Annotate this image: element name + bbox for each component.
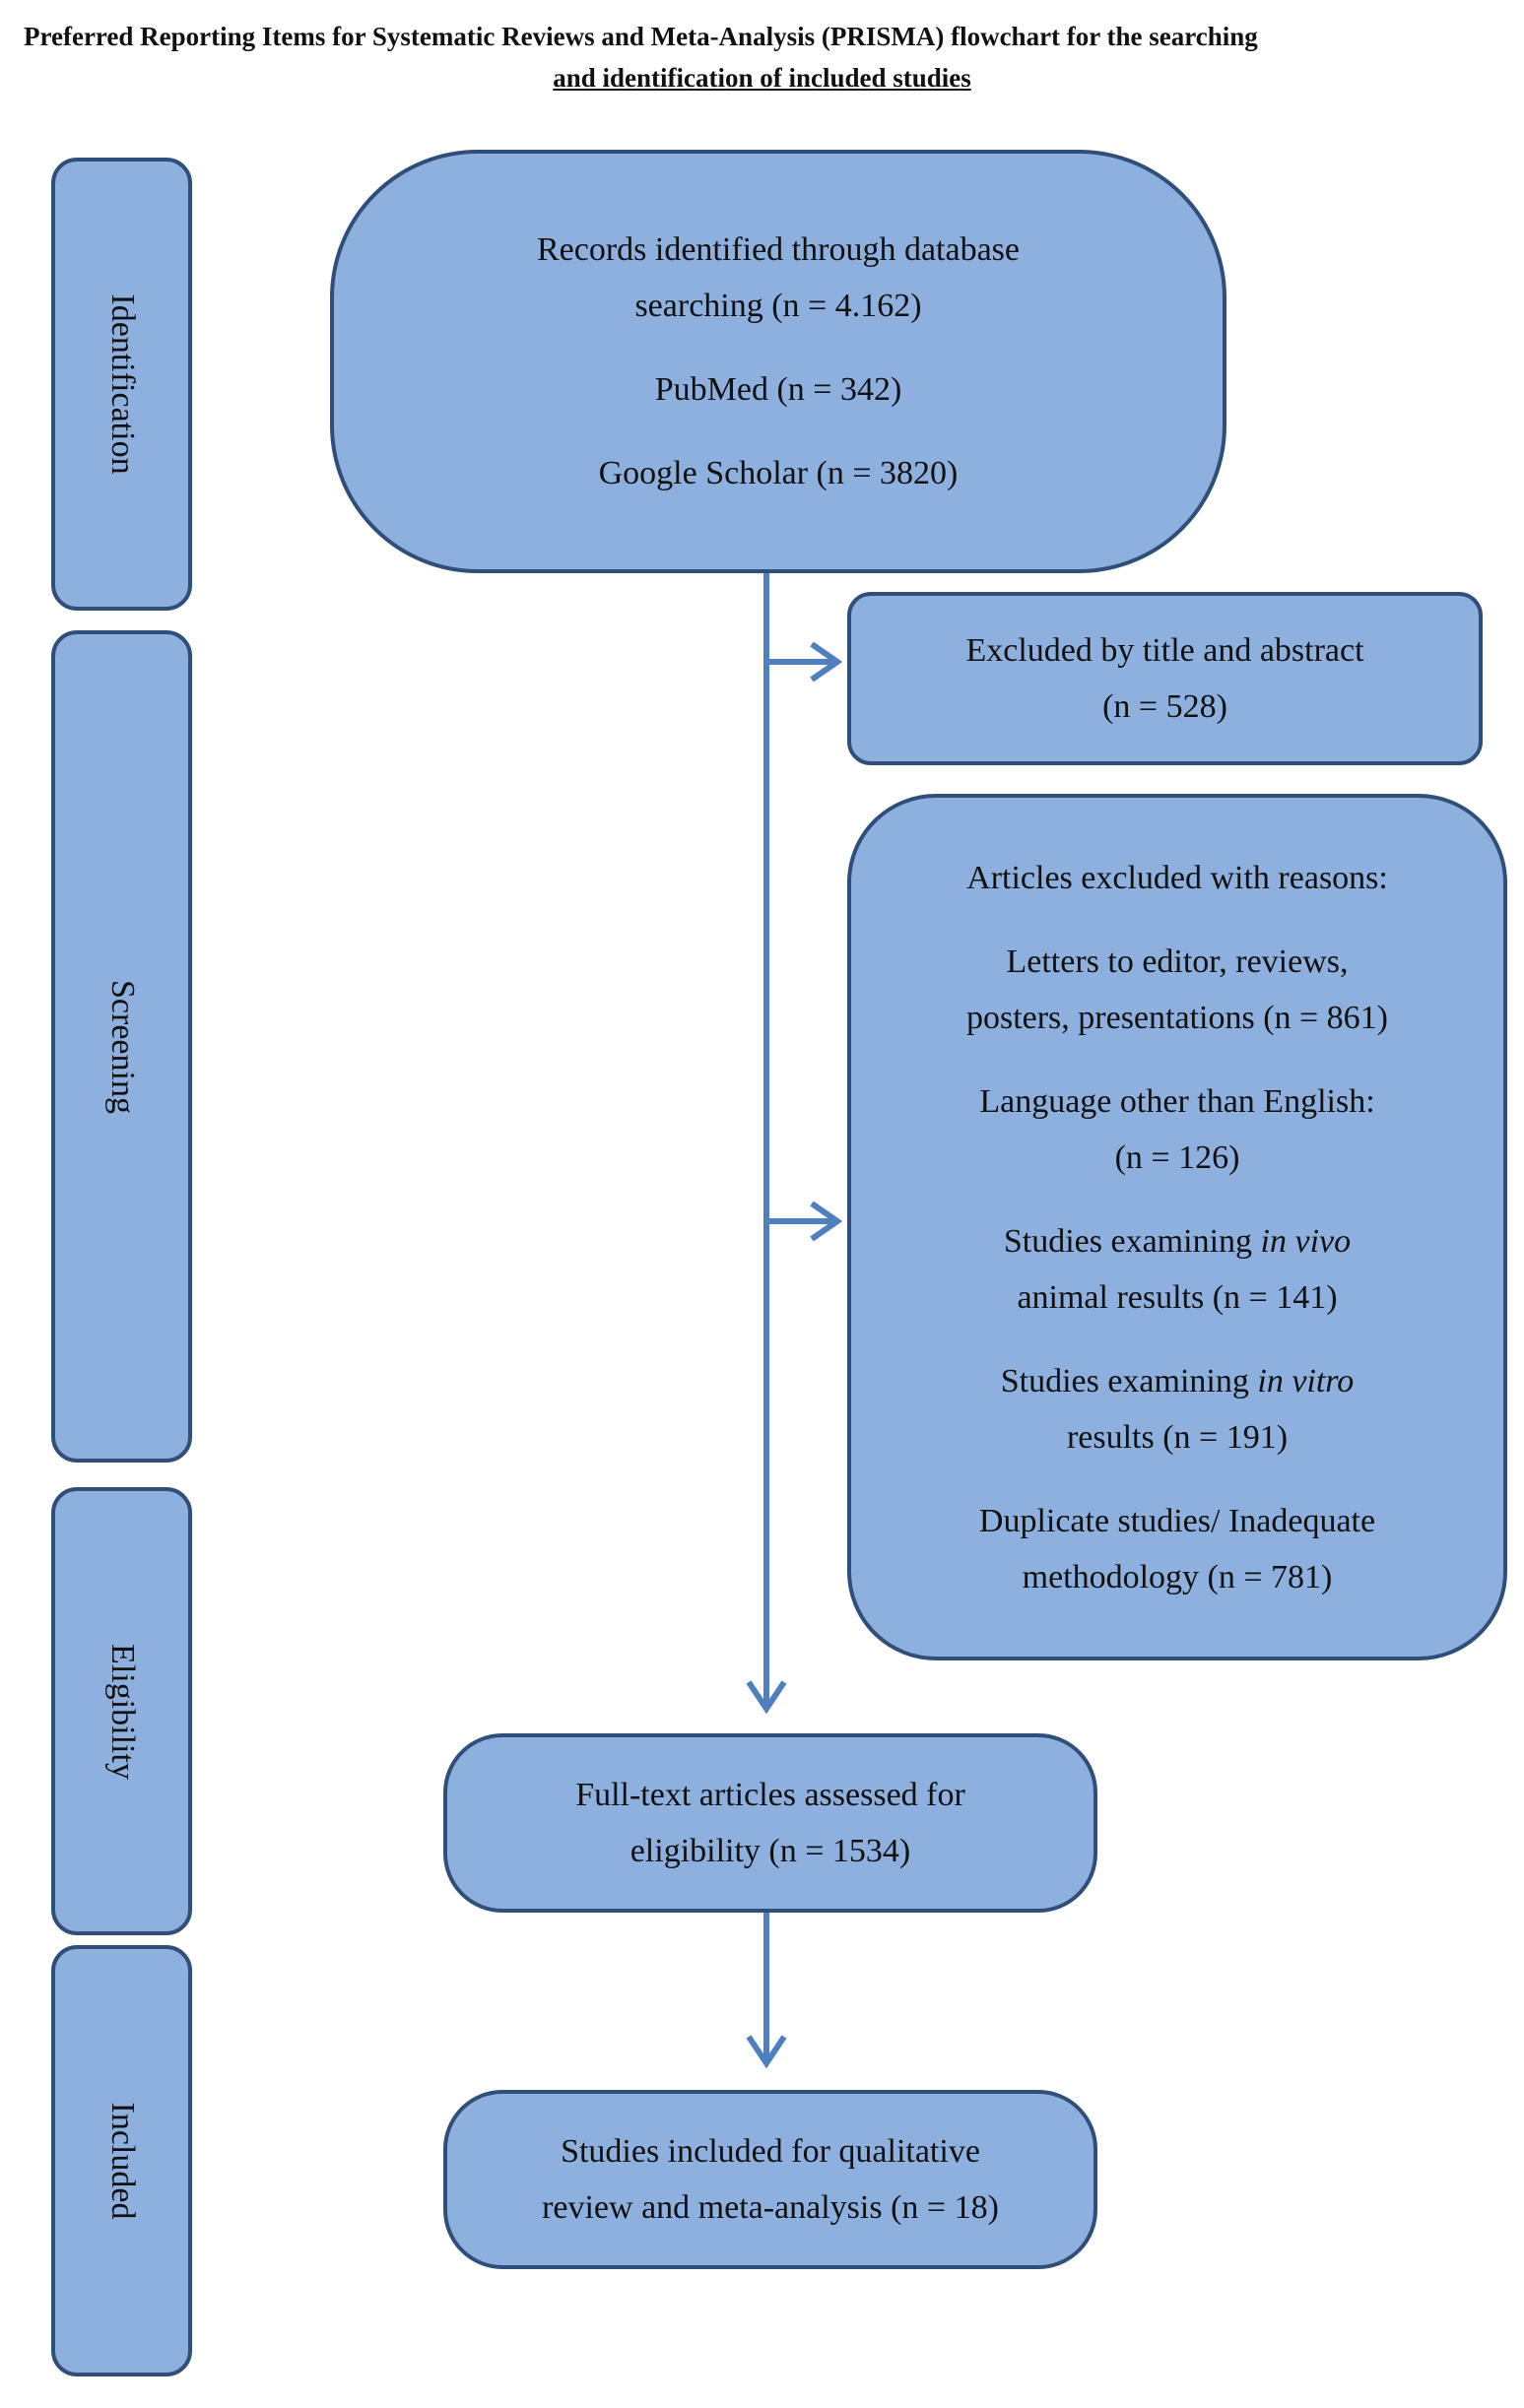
full-text-assessed-box: Full-text articles assessed for eligibil… xyxy=(443,1733,1097,1913)
reason-invitro-prefix: Studies examining xyxy=(1000,1362,1258,1399)
google-scholar-count: Google Scholar (n = 3820) xyxy=(598,455,959,491)
stage-label-identification: Identification xyxy=(103,293,141,475)
reason-invivo-term: in vivo xyxy=(1260,1222,1352,1260)
records-identified-line-2: searching (n = 4.162) xyxy=(634,288,922,324)
reason-language-line-2: (n = 126) xyxy=(1114,1139,1240,1176)
stage-label-included: Included xyxy=(103,2102,141,2220)
studies-included-box: Studies included for qualitative review … xyxy=(443,2090,1097,2269)
excluded-with-reasons-box: Articles excluded with reasons: Letters … xyxy=(847,794,1507,1660)
branch-arrowhead-excluded-reasons xyxy=(810,1201,843,1242)
excluded-by-title-box: Excluded by title and abstract (n = 528) xyxy=(847,592,1483,765)
reason-language-line-1: Language other than English: xyxy=(979,1082,1375,1120)
reason-invitro-line-2: results (n = 191) xyxy=(1066,1418,1289,1456)
branch-arrowhead-excluded-title xyxy=(810,641,843,683)
excluded-by-title-line-2: (n = 528) xyxy=(1102,688,1227,725)
stage-included: Included xyxy=(51,1945,192,2376)
reason-duplicate-line-1: Duplicate studies/ Inadequate xyxy=(978,1502,1376,1539)
main-flow-arrowhead xyxy=(746,1680,787,1715)
full-text-line-1: Full-text articles assessed for xyxy=(575,1777,965,1813)
reason-invivo-line-1: Studies examining in vivo xyxy=(1004,1213,1351,1269)
records-identified-line-1: Records identified through database xyxy=(536,231,1020,268)
stage-label-screening: Screening xyxy=(103,979,141,1114)
excluded-by-title-line-1: Excluded by title and abstract xyxy=(965,632,1364,669)
records-identified-box: Records identified through database sear… xyxy=(330,150,1226,573)
eligibility-to-included-arrowhead xyxy=(746,2035,787,2069)
excluded-reasons-heading: Articles excluded with reasons: xyxy=(966,859,1388,896)
reason-invivo-line-2: animal results (n = 141) xyxy=(1017,1278,1338,1316)
stage-identification: Identification xyxy=(51,158,192,611)
stage-screening: Screening xyxy=(51,630,192,1463)
full-text-line-2: eligibility (n = 1534) xyxy=(629,1833,911,1869)
stage-label-eligibility: Eligibility xyxy=(103,1643,141,1780)
figure-title-line-2: and identification of included studies xyxy=(553,63,971,93)
figure-title-line-1: Preferred Reporting Items for Systematic… xyxy=(24,22,1258,51)
studies-included-line-1: Studies included for qualitative xyxy=(561,2133,980,2170)
studies-included-line-2: review and meta-analysis (n = 18) xyxy=(542,2189,999,2226)
reason-invitro-term: in vitro xyxy=(1257,1362,1355,1399)
reason-letters-line-1: Letters to editor, reviews, xyxy=(1006,943,1349,980)
reason-duplicate-line-2: methodology (n = 781) xyxy=(1022,1558,1333,1595)
reason-invitro-line-1: Studies examining in vitro xyxy=(1001,1353,1355,1409)
stage-eligibility: Eligibility xyxy=(51,1487,192,1935)
pubmed-count: PubMed (n = 342) xyxy=(654,371,902,408)
reason-invivo-prefix: Studies examining xyxy=(1003,1222,1261,1260)
reason-letters-line-2: posters, presentations (n = 861) xyxy=(965,999,1389,1036)
